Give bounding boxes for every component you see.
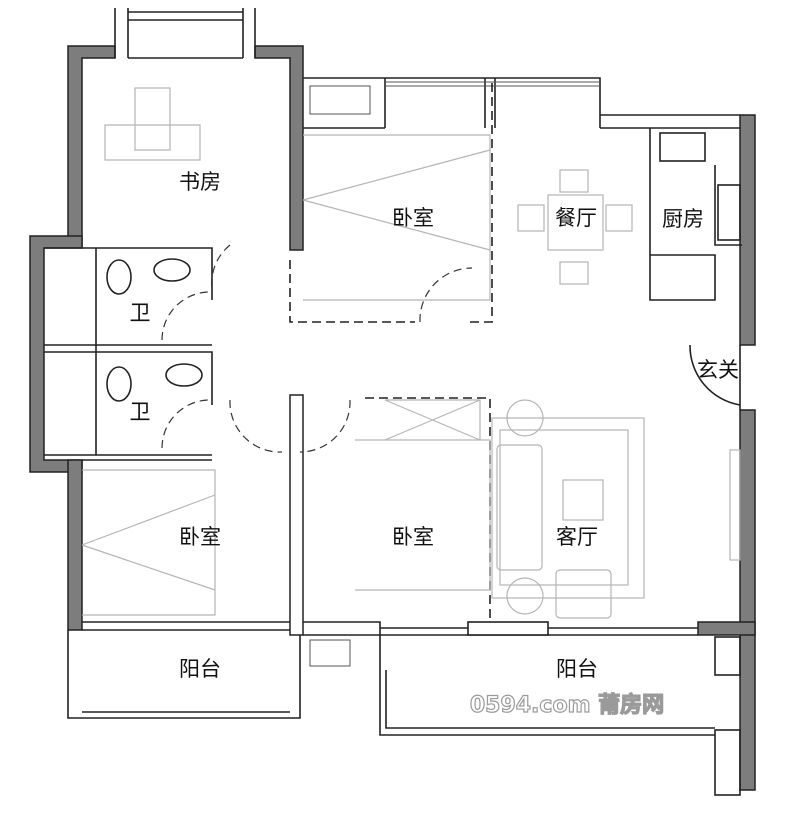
room-label-study: 书房 — [179, 170, 221, 194]
room-label-bedroom-bottom-mid: 卧室 — [392, 525, 434, 549]
room-label-balcony-right: 阳台 — [556, 657, 598, 681]
room-label-bedroom-bottom-left: 卧室 — [179, 525, 221, 549]
bedroom-door — [419, 267, 473, 323]
walls — [29, 45, 756, 791]
desk — [104, 87, 201, 161]
room-label-bedroom-top: 卧室 — [392, 206, 434, 230]
room-label-dining: 餐厅 — [555, 206, 597, 230]
room-label-balcony-left: 阳台 — [179, 657, 221, 681]
living-room-furniture — [491, 399, 741, 619]
bedroom-mid-partition — [365, 397, 491, 622]
bay-window — [114, 8, 256, 59]
dining-table — [517, 169, 633, 285]
room-label-bathroom-1: 卫 — [130, 301, 151, 325]
kitchen-fixtures — [649, 128, 742, 301]
balconies — [67, 621, 741, 796]
entrance-door — [689, 344, 741, 410]
room-label-entrance: 玄关 — [697, 358, 739, 382]
watermark: 0594.com 莆房网 — [470, 692, 664, 718]
bed-top — [302, 134, 491, 301]
ac-unit-top — [309, 85, 371, 115]
bed-bottom-mid — [355, 399, 491, 591]
bedroom-partition — [289, 80, 493, 323]
room-label-bathroom-2: 卫 — [130, 400, 151, 424]
room-label-kitchen: 厨房 — [662, 207, 704, 231]
top-wall — [303, 77, 740, 129]
room-label-living-room: 客厅 — [556, 525, 598, 549]
bathrooms — [44, 244, 351, 456]
bed-bottom-left — [81, 469, 216, 616]
